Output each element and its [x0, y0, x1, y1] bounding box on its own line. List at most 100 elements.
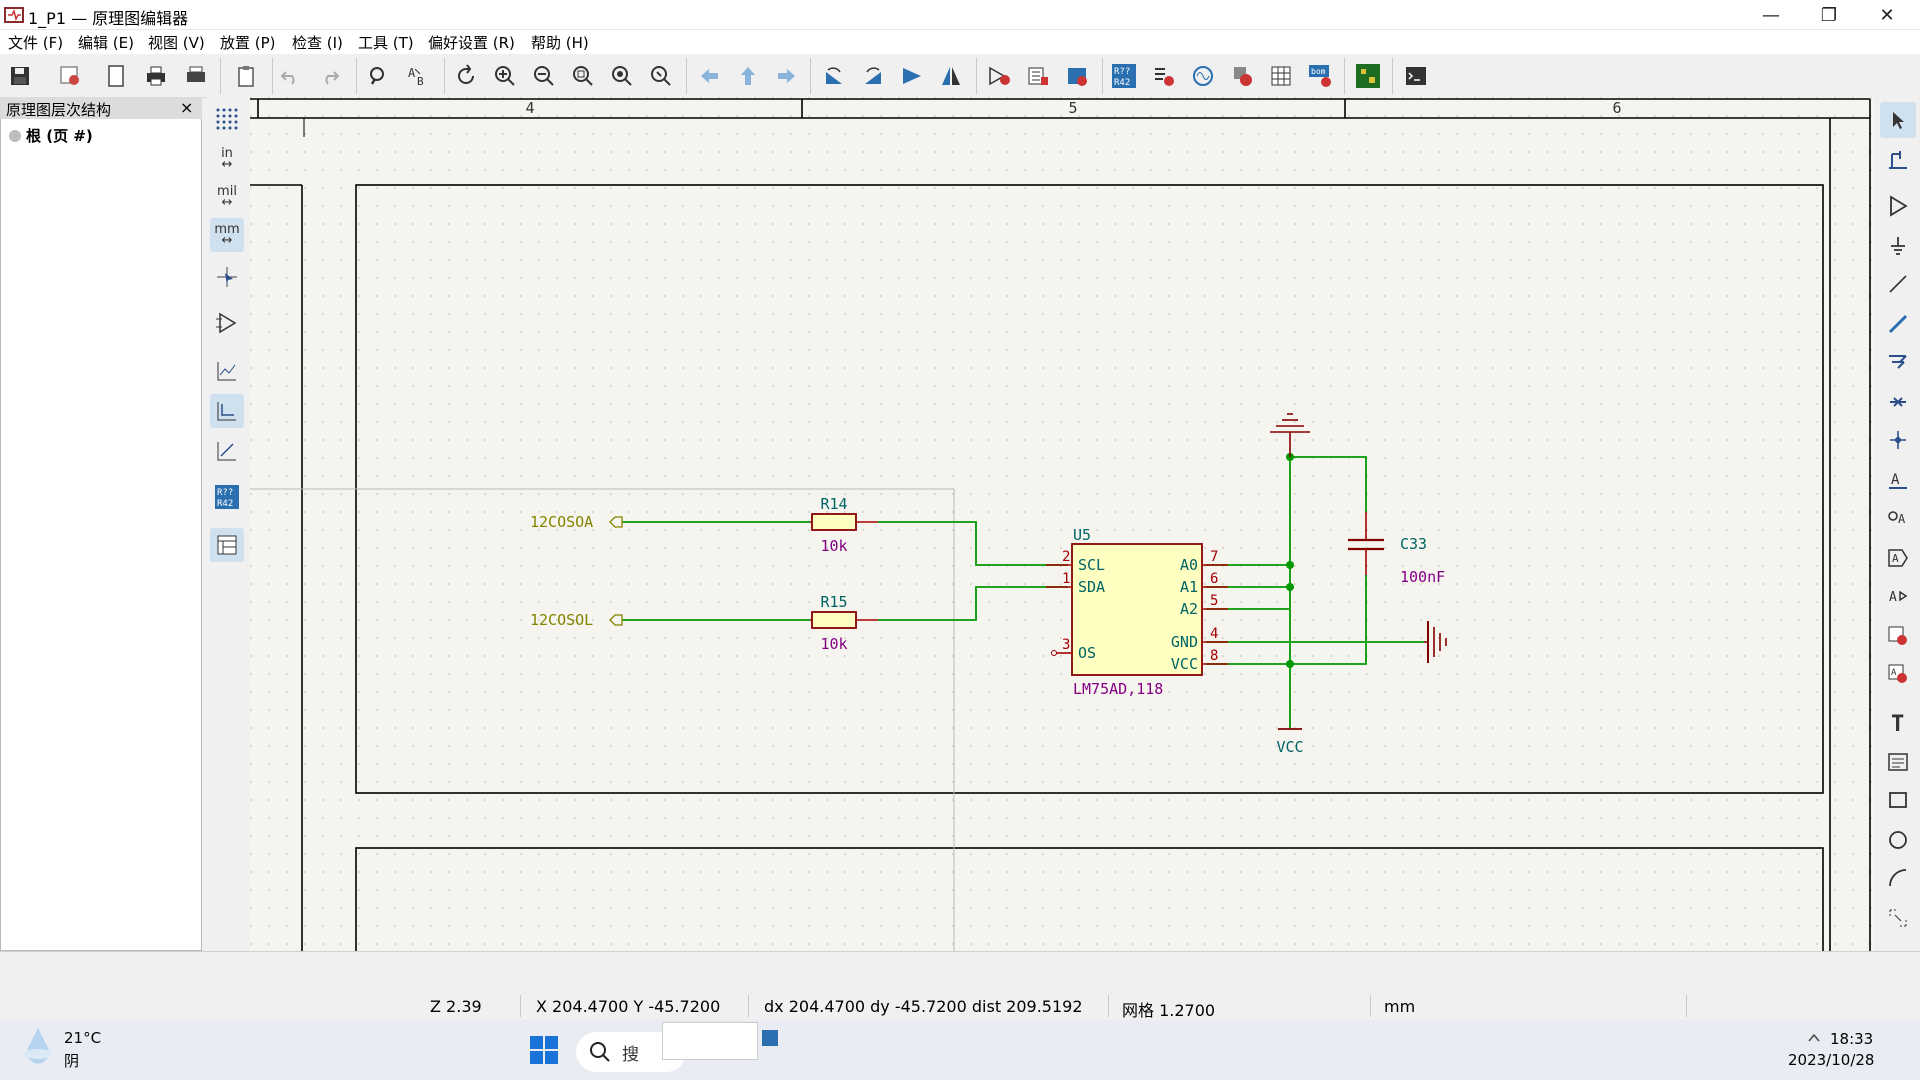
add-sheet-icon[interactable]	[1880, 618, 1916, 654]
ic-u5[interactable]: U5 LM75AD,118 2 SCL 1 SDA 3 OS 7 A0 6 A1…	[1046, 526, 1228, 698]
hierarchy-close-button[interactable]: ×	[180, 98, 194, 117]
capacitor-c33[interactable]: C33 100nF	[1348, 512, 1445, 586]
zoom-objects-icon[interactable]	[606, 60, 638, 92]
add-rectangle-icon[interactable]	[1880, 782, 1916, 818]
weather-icon[interactable]	[18, 1024, 58, 1064]
close-window-button[interactable]: ✕	[1879, 4, 1895, 26]
line-mode-free-icon[interactable]	[210, 354, 244, 388]
ground-symbol-right[interactable]	[1424, 621, 1447, 663]
menu-inspect[interactable]: 检查 (I)	[292, 34, 343, 52]
units-mil-button[interactable]: mil↔	[217, 184, 237, 210]
redo-icon[interactable]	[314, 60, 346, 92]
mirror-h-icon[interactable]	[935, 60, 967, 92]
scripting-console-icon[interactable]	[1400, 60, 1432, 92]
u5-pin-num: 7	[1210, 549, 1218, 565]
import-sheet-pin-icon[interactable]: A	[1880, 656, 1916, 692]
footprint-assign-icon[interactable]	[1061, 60, 1093, 92]
schematic-setup-icon[interactable]	[54, 60, 86, 92]
add-arc-icon[interactable]	[1880, 860, 1916, 896]
show-pin-types-icon[interactable]	[210, 306, 244, 340]
plot-icon[interactable]	[180, 60, 212, 92]
select-tool-icon[interactable]	[1880, 102, 1916, 138]
power-vcc-symbol[interactable]: VCC	[1276, 728, 1304, 756]
tray-expand-icon[interactable]	[1800, 1024, 1828, 1052]
grid-toggle-icon[interactable]	[210, 102, 244, 136]
hierarchy-root-sheet[interactable]: 根 (页 #)	[26, 127, 93, 145]
menu-place[interactable]: 放置 (P)	[220, 34, 276, 52]
netlist-icon[interactable]	[1226, 60, 1258, 92]
add-text-icon[interactable]: T	[1880, 704, 1916, 740]
toolbar-separator	[1392, 58, 1393, 94]
add-label-icon[interactable]: A	[1880, 462, 1916, 498]
highlight-net-icon[interactable]	[1880, 142, 1916, 178]
add-textbox-icon[interactable]	[1880, 744, 1916, 780]
mirror-v-icon[interactable]	[896, 60, 928, 92]
bus-entry-icon[interactable]	[1880, 344, 1916, 380]
add-symbol-icon[interactable]	[1880, 188, 1916, 224]
paste-icon[interactable]	[230, 60, 262, 92]
zoom-out-icon[interactable]	[528, 60, 560, 92]
hierarchy-navigator-icon[interactable]	[210, 528, 244, 562]
wire-junctions	[1286, 453, 1294, 668]
line-mode-45-icon[interactable]	[210, 434, 244, 468]
resistor-r15[interactable]: R15 10k	[810, 593, 878, 653]
add-global-label-icon[interactable]: A	[1880, 540, 1916, 576]
menu-help[interactable]: 帮助 (H)	[531, 34, 589, 52]
zoom-selection-icon[interactable]	[645, 60, 677, 92]
weather-temperature: 21°C	[64, 1029, 102, 1047]
navigate-forward-icon[interactable]	[771, 60, 803, 92]
add-bus-icon[interactable]	[1880, 306, 1916, 342]
minimize-button[interactable]: —	[1762, 4, 1780, 26]
save-icon[interactable]	[4, 60, 36, 92]
kicad-taskbar-icon[interactable]	[762, 1030, 778, 1046]
restore-button[interactable]: ❐	[1820, 4, 1838, 26]
units-mm-button[interactable]: mm↔	[210, 218, 244, 252]
zoom-in-icon[interactable]	[489, 60, 521, 92]
hierarchy-panel	[0, 97, 202, 951]
annotate-icon[interactable]: R??R42	[1108, 60, 1140, 92]
taskbar-preview-thumbnail[interactable]	[662, 1022, 758, 1060]
add-image-icon[interactable]	[1880, 900, 1916, 936]
no-connect-icon[interactable]	[1880, 384, 1916, 420]
add-circle-icon[interactable]	[1880, 822, 1916, 858]
line-mode-90-icon[interactable]	[210, 394, 244, 428]
pcb-editor-icon[interactable]	[1352, 60, 1384, 92]
refresh-icon[interactable]	[450, 60, 482, 92]
symbol-editor-icon[interactable]	[983, 60, 1015, 92]
resistor-r14[interactable]: R14 10k	[810, 495, 878, 555]
undo-icon[interactable]	[274, 60, 306, 92]
erc-icon[interactable]	[1148, 60, 1180, 92]
net-label-1[interactable]: 12COSOA	[530, 513, 593, 531]
net-label-2[interactable]: 12COSOL	[530, 611, 593, 629]
page-settings-icon[interactable]	[100, 60, 132, 92]
bom-icon[interactable]	[1265, 60, 1297, 92]
menu-view[interactable]: 视图 (V)	[148, 34, 205, 52]
symbol-browser-icon[interactable]	[1022, 60, 1054, 92]
add-wire-icon[interactable]	[1880, 266, 1916, 302]
cursor-style-icon[interactable]	[210, 260, 244, 294]
rotate-ccw-icon[interactable]	[818, 60, 850, 92]
zoom-fit-icon[interactable]	[567, 60, 599, 92]
rotate-cw-icon[interactable]	[857, 60, 889, 92]
navigate-up-icon[interactable]	[732, 60, 764, 92]
menu-edit[interactable]: 编辑 (E)	[78, 34, 134, 52]
units-inch-button[interactable]: in↔	[221, 146, 233, 172]
menu-tools[interactable]: 工具 (T)	[358, 34, 414, 52]
simulator-icon[interactable]	[1187, 60, 1219, 92]
add-junction-icon[interactable]	[1880, 422, 1916, 458]
schematic-canvas[interactable]: 4 5 6 12COSOA 12COSOL R14 10k	[250, 97, 1874, 959]
add-hier-label-icon[interactable]: A	[1880, 578, 1916, 614]
annotate-highlight-icon[interactable]: R??R42	[210, 480, 244, 514]
menu-preferences[interactable]: 偏好设置 (R)	[428, 34, 515, 52]
add-power-icon[interactable]	[1880, 228, 1916, 264]
find-icon[interactable]	[362, 60, 394, 92]
bom-export-icon[interactable]: bom	[1304, 60, 1336, 92]
navigate-back-icon[interactable]	[693, 60, 725, 92]
title-bar	[0, 0, 1920, 30]
start-icon[interactable]	[528, 1034, 560, 1066]
menu-file[interactable]: 文件 (F)	[8, 34, 64, 52]
add-netclass-icon[interactable]: A	[1880, 500, 1916, 536]
print-icon[interactable]	[140, 60, 172, 92]
ground-symbol-top[interactable]	[1270, 413, 1310, 457]
